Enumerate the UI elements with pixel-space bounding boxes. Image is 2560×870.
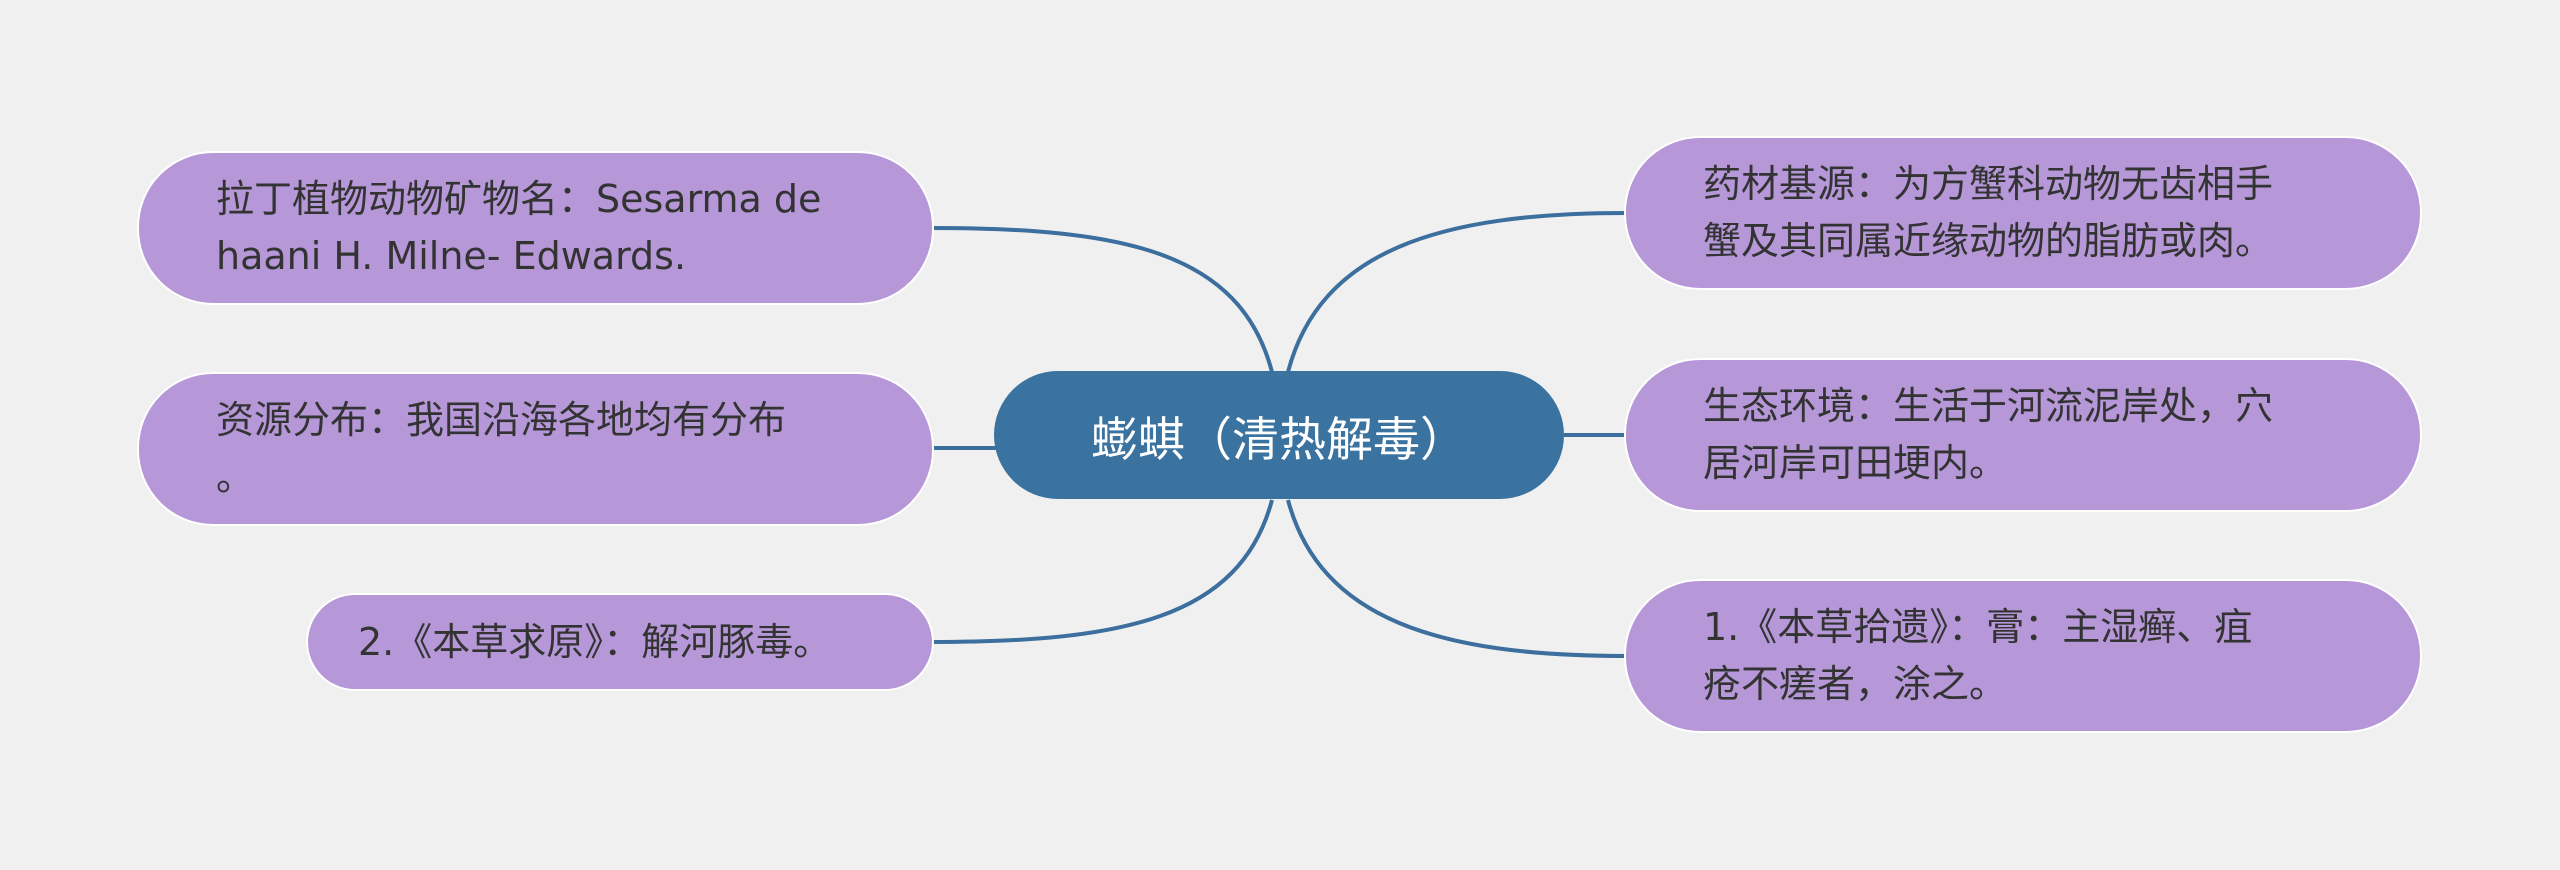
- branch-label-line: 药材基源：为方蟹科动物无齿相手: [1703, 162, 2274, 206]
- root-topic-label: 蟛蜞（清热解毒）: [1091, 412, 1467, 468]
- branch-right-bencao-shiyi[interactable]: 1.《本草拾遗》：膏：主湿癣、疽 疮不瘥者，涂之。: [1624, 579, 2422, 733]
- branch-label-line: 拉丁植物动物矿物名：Sesarma de: [216, 177, 822, 221]
- branch-label-line: haani H. Milne- Edwards.: [216, 234, 687, 278]
- root-topic[interactable]: 蟛蜞（清热解毒）: [994, 371, 1564, 499]
- branch-label-line: 1.《本草拾遗》：膏：主湿癣、疽: [1703, 605, 2253, 649]
- branch-label-line: 居河岸可田埂内。: [1703, 441, 2008, 485]
- branch-left-distribution[interactable]: 资源分布：我国沿海各地均有分布 。: [137, 372, 934, 526]
- branch-right-source[interactable]: 药材基源：为方蟹科动物无齿相手 蟹及其同属近缘动物的脂肪或肉。: [1624, 136, 2422, 290]
- branch-label-line: 生态环境：生活于河流泥岸处，穴: [1703, 384, 2274, 428]
- connector-left-1: [929, 226, 1274, 373]
- branch-label-line: 资源分布：我国沿海各地均有分布: [216, 398, 787, 442]
- connector-left-3: [929, 499, 1274, 644]
- branch-left-latin-name[interactable]: 拉丁植物动物矿物名：Sesarma de haani H. Milne- Edw…: [137, 151, 934, 305]
- branch-left-bencao-qiuyuan[interactable]: 2.《本草求原》：解河豚毒。: [306, 593, 934, 691]
- branch-label-line: 。: [216, 455, 255, 499]
- connector-right-3: [1286, 499, 1627, 658]
- branch-label-line: 2.《本草求原》：解河豚毒。: [358, 619, 832, 664]
- branch-label-line: 蟹及其同属近缘动物的脂肪或肉。: [1703, 219, 2274, 263]
- connector-right-1: [1286, 211, 1627, 373]
- branch-label-line: 疮不瘥者，涂之。: [1703, 662, 2008, 706]
- branch-right-habitat[interactable]: 生态环境：生活于河流泥岸处，穴 居河岸可田埂内。: [1624, 358, 2422, 512]
